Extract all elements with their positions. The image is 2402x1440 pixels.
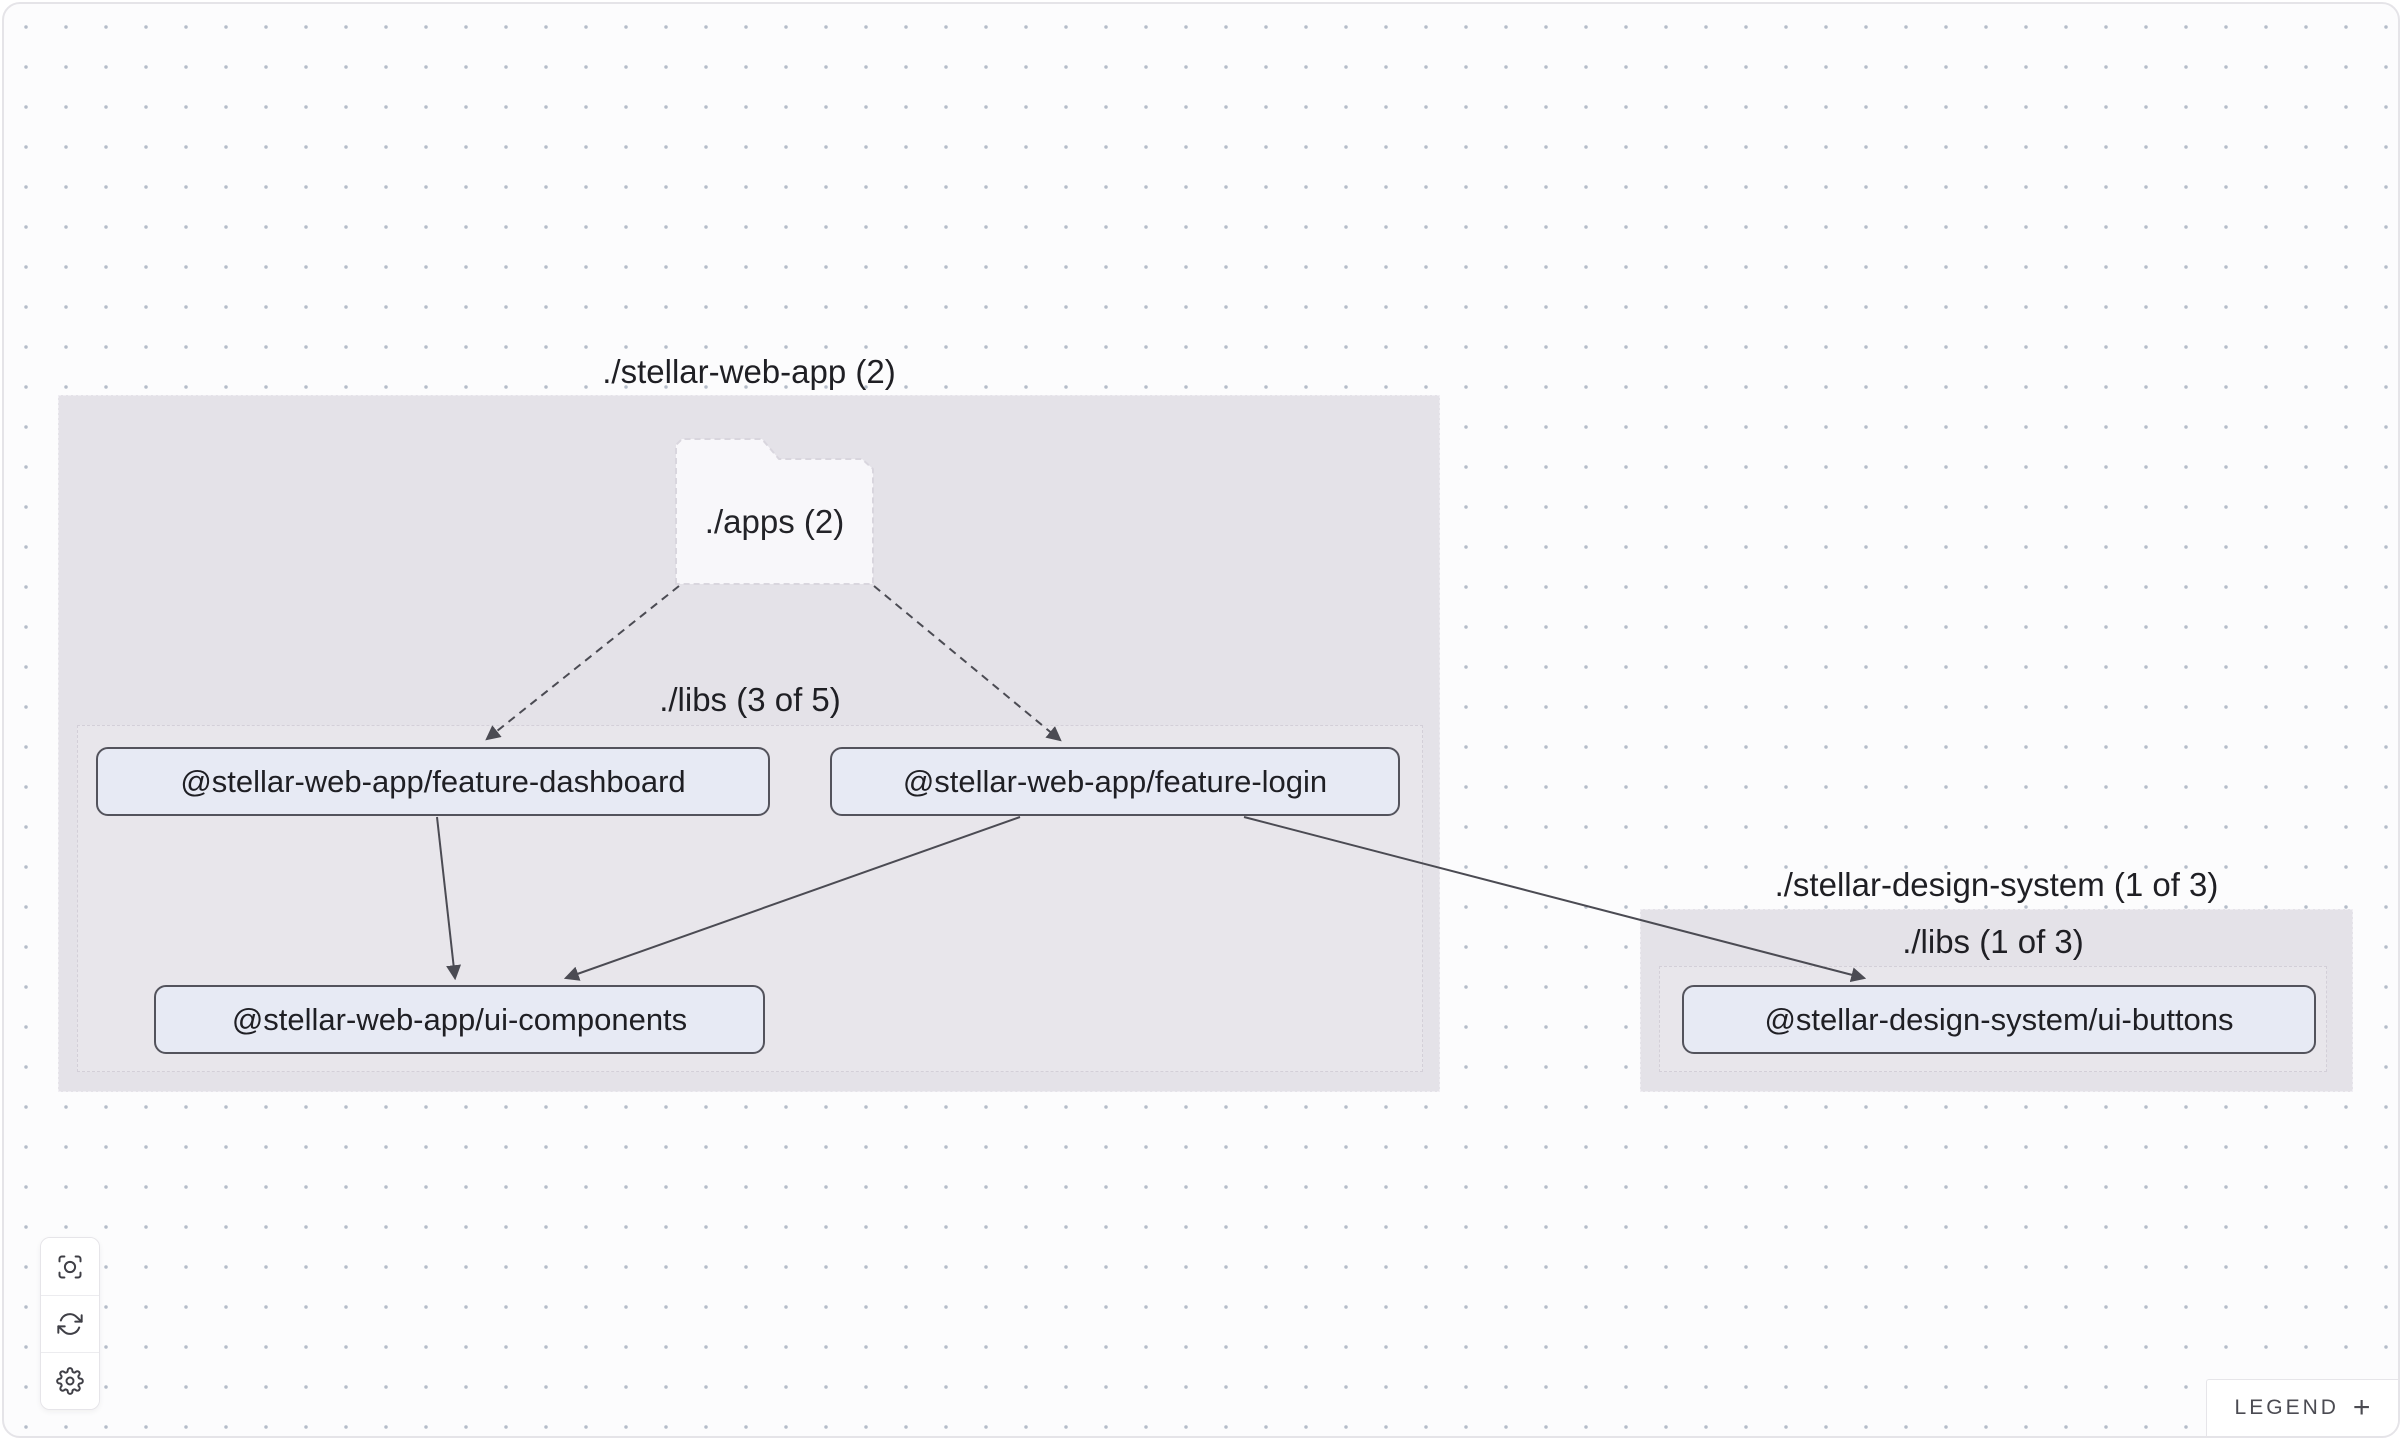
gear-icon	[56, 1367, 84, 1395]
folder-icon	[675, 438, 874, 585]
refresh-icon	[57, 1313, 83, 1335]
node-feature-login[interactable]: @stellar-web-app/feature-login	[830, 747, 1400, 816]
focus-icon	[58, 1255, 82, 1278]
subgroup-title-design-system-libs: ./libs (1 of 3)	[1902, 923, 2084, 960]
refresh-button[interactable]	[41, 1295, 99, 1352]
node-ui-buttons[interactable]: @stellar-design-system/ui-buttons	[1682, 985, 2316, 1054]
settings-button[interactable]	[41, 1352, 99, 1409]
node-feature-dashboard[interactable]: @stellar-web-app/feature-dashboard	[96, 747, 770, 816]
plus-icon: +	[2352, 1391, 2371, 1424]
folder-node-apps[interactable]: ./apps (2)	[675, 438, 874, 586]
legend-label: LEGEND	[2234, 1396, 2339, 1419]
group-title-stellar-design-system: ./stellar-design-system (1 of 3)	[1774, 866, 2219, 903]
folder-label: ./apps (2)	[704, 503, 845, 540]
graph-toolbar	[40, 1237, 100, 1410]
group-title-stellar-web-app: ./stellar-web-app (2)	[602, 353, 896, 390]
subgroup-title-web-app-libs: ./libs (3 of 5)	[659, 681, 841, 718]
node-ui-components[interactable]: @stellar-web-app/ui-components	[154, 985, 765, 1054]
focus-button[interactable]	[41, 1238, 99, 1295]
legend-button[interactable]: LEGEND +	[2206, 1379, 2398, 1436]
